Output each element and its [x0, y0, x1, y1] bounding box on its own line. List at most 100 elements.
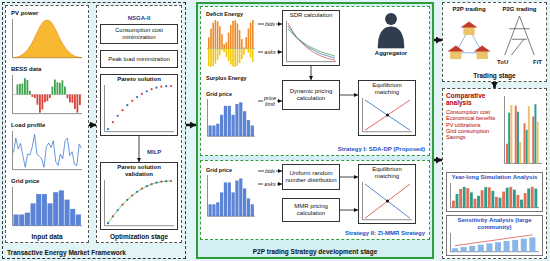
chart-figure [449, 232, 540, 253]
chart-figure [103, 84, 175, 133]
edge-label: asks [263, 49, 276, 55]
chart-figure [103, 179, 175, 227]
trading-icon: P2G tradingToU FiT [495, 5, 544, 67]
node-title: Comparative analysis [446, 92, 501, 107]
chart-figure [206, 98, 256, 138]
chart-figure [360, 12, 422, 49]
free-label: ToU [497, 59, 508, 66]
chart-figure [11, 74, 83, 115]
chart-box: Year-long Simulation Analysis [446, 172, 543, 212]
node-text: Economical benefits [446, 115, 495, 121]
chart-box: Deficit EnergySurplus Energy [204, 10, 258, 82]
node-title: PV power [11, 10, 38, 17]
connector [340, 95, 358, 96]
node-title: Equilibrium matching [361, 166, 413, 180]
chart-figure [11, 186, 83, 227]
process-box: Consumption cost minimization [100, 24, 178, 44]
node-text: PV utilizations [446, 122, 481, 128]
strategy-panel: Strategy II: ZI-MMR Strategy Grid priceUn… [200, 160, 430, 240]
chart-box: Load profile [9, 121, 85, 173]
node-title: Equilibrium matching [361, 82, 413, 96]
chart-figure [497, 14, 542, 56]
node-text: Grid consumption [446, 128, 489, 134]
chart-figure [11, 130, 83, 171]
node-title: P2P trading Strategy development stage [253, 248, 378, 255]
strategy-panel: Strategy I: SDA-DP (Proposed) Deficit Ene… [200, 6, 430, 156]
node-title: P2P trading [452, 6, 485, 13]
node-title: Uniform random number distribution [285, 170, 337, 184]
edge-label: price limit [263, 95, 277, 107]
node-title: Deficit Energy [206, 11, 243, 17]
node-title: SDR calculation [290, 12, 333, 19]
node-title: Strategy I: SDA-DP (Proposed) [338, 146, 425, 153]
process-box: Uniform random number distribution [282, 164, 340, 190]
edge-label: bids [264, 168, 276, 174]
node-title: Strategy II: ZI-MMR Strategy [345, 230, 425, 237]
node-title: Trading stage [473, 72, 515, 79]
node-title: Year-long Simulation Analysis [452, 174, 538, 181]
aggregator-icon: Aggregator [358, 10, 424, 58]
node-title: Load profile [11, 122, 45, 129]
chart-figure [206, 18, 256, 73]
connector [340, 177, 358, 178]
node-title: Consumption cost minimization [103, 27, 175, 41]
node-title: Grid price [206, 91, 232, 97]
connector [89, 124, 96, 127]
node-title: Dynamic pricing calculation [285, 88, 337, 102]
node-title: Peak load minimization [108, 56, 170, 63]
connector [139, 136, 140, 162]
chart-figure [285, 20, 337, 63]
node-title: P2G trading [502, 6, 536, 13]
node-title: Grid price [206, 167, 232, 173]
free-label: NSGA-II [97, 15, 181, 22]
node-title: Optimization stage [110, 233, 168, 240]
connector [434, 159, 442, 162]
node-title: Transactive Energy Market Framework [7, 249, 126, 256]
chart-box: Grid price [204, 166, 258, 220]
chart-box: BESS data [9, 65, 85, 117]
chart-figure [11, 18, 83, 59]
node-title: Pareto solution validation [103, 164, 175, 178]
chart-figure [503, 95, 543, 165]
trading-icon: P2P trading [445, 5, 493, 67]
connector [311, 66, 312, 80]
chart-box: Grid price [204, 90, 258, 140]
node-title: Aggregator [375, 50, 407, 57]
edge-label: asks [263, 181, 276, 187]
node-title: Sensitivity Analysis (large community) [449, 217, 540, 231]
edge-label: bids [264, 21, 276, 27]
process-box: Equilibrium matching [358, 164, 416, 224]
stage-panel: Input data PV powerBESS dataLoad profileG… [5, 5, 89, 243]
node-title: Grid price [11, 178, 39, 185]
process-box: Dynamic pricing calculation [282, 80, 340, 110]
connector [186, 124, 196, 127]
node-title: Pareto solution [117, 76, 161, 83]
connector [434, 39, 442, 42]
node-title: Input data [31, 233, 62, 240]
chart-box: PV power [9, 9, 85, 61]
process-box: MMR pricing calculation [282, 198, 340, 222]
chart-figure [361, 181, 413, 221]
chart-figure [449, 182, 540, 209]
node-text: Consumption cost [446, 109, 490, 115]
chart-box: Pareto solution [100, 74, 178, 136]
chart-figure [447, 14, 491, 65]
chart-figure [206, 174, 256, 218]
node-text: Surplus Energy [206, 75, 247, 81]
process-box: Equilibrium matching [358, 80, 416, 136]
node-title: BESS data [11, 66, 41, 73]
free-label: FiT [533, 59, 542, 66]
stage-panel: Comparative analysisConsumption costEcon… [442, 88, 547, 259]
stage-panel: Trading stage P2P trading P2G tradingToU Fi… [442, 2, 547, 82]
node-text: Savings [446, 134, 466, 140]
connector [493, 82, 496, 88]
connector [340, 210, 358, 211]
chart-box: Pareto solution validation [100, 162, 178, 230]
process-box: SDR calculation [282, 10, 340, 66]
stage-panel: Optimization stage Consumption cost minim… [96, 5, 182, 243]
free-label: MILP [147, 149, 161, 156]
chart-box: Grid price [9, 177, 85, 229]
chart-box: Sensitivity Analysis (large community) [446, 215, 543, 256]
framework-panel: Transactive Energy Market Framework Input… [2, 2, 186, 259]
